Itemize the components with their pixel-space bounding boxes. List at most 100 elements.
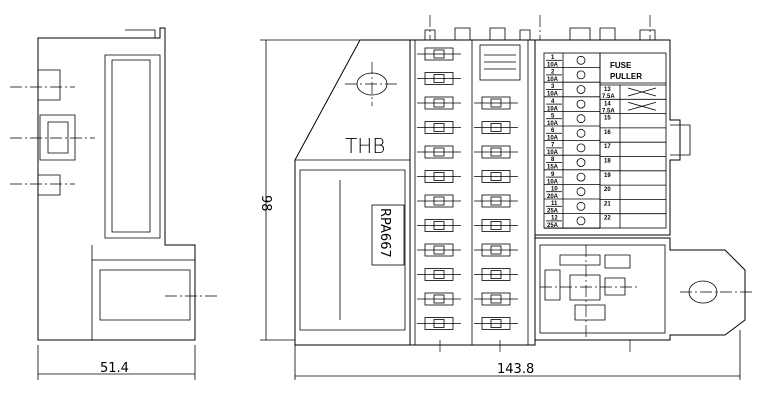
fuse-amp: 20A [547, 194, 559, 200]
fuse-amp: 10A [547, 150, 559, 156]
fuse-number: 20 [604, 187, 611, 193]
brand-label: THB [345, 134, 385, 158]
fuse-number: 17 [604, 144, 611, 150]
fuse-number: 8 [551, 157, 555, 163]
fuse-label-row: 147.5A [600, 98, 666, 114]
fuse-slot [417, 96, 461, 110]
fuse-number: 13 [604, 87, 611, 93]
fuse-slot [474, 96, 518, 110]
fuse-label-row: 16 [600, 127, 666, 143]
fuse-number: 1 [551, 55, 555, 61]
fuse-label-row: 18 [600, 156, 666, 171]
no-fuse-icon [627, 87, 657, 97]
fuse-amp: 7.5A [602, 108, 615, 114]
fuse-slot [474, 170, 518, 183]
fuse-label-row: 17 [600, 141, 666, 157]
fuse-number: 12 [551, 216, 558, 222]
fuse-amp: 25A [547, 209, 559, 215]
fuse-number: 18 [604, 159, 611, 165]
fuse-number: 5 [551, 113, 555, 119]
fuse-amp: 25A [547, 223, 559, 229]
fuse-slot [474, 121, 518, 134]
fuse-amp: 10A [547, 92, 559, 98]
dim-main-width: 143.8 [497, 362, 534, 377]
fuse-label-row: 137.5A [600, 84, 666, 100]
fuse-slot [417, 317, 461, 330]
fuse-slot [417, 194, 461, 208]
blower-icon [576, 201, 586, 211]
no-fuse-icon [627, 101, 657, 111]
fuse-number: 6 [551, 128, 555, 134]
fuse-slot [474, 317, 518, 330]
fuse-label-table: 110A210A310A410A510A610A710A815A910A1020… [544, 53, 666, 229]
fuse-number: 14 [604, 101, 611, 107]
fuse-number: 21 [604, 201, 611, 207]
fuse-slot [417, 47, 461, 61]
fuse-slot [417, 292, 461, 306]
fuse-puller-label-1: FUSE [610, 61, 632, 70]
fuse-label-row: 21 [600, 198, 666, 214]
fuse-slot [474, 194, 518, 208]
fuse-number: 7 [551, 143, 555, 149]
fuse-amp: 10A [547, 77, 559, 83]
fuse-amp: 15A [547, 165, 559, 171]
fuse-puller-label-2: PULLER [610, 72, 642, 81]
fan-auto-icon [576, 216, 586, 226]
fuse-slot [417, 219, 461, 232]
part-label-box [371, 204, 405, 266]
fuse-slot [417, 243, 461, 257]
fuse-slot [474, 145, 518, 159]
fuse-number: 19 [604, 173, 611, 179]
fuse-amp: 10A [547, 179, 559, 185]
fuse-number: 4 [551, 99, 555, 105]
fuse-amp: 10A [547, 63, 559, 69]
fuse-slot [417, 121, 461, 134]
fuse-slots [414, 40, 529, 345]
engine-icon [576, 114, 586, 124]
fuse-slot [417, 145, 461, 159]
fuse-slot [417, 170, 461, 183]
rear-defrost-icon [576, 143, 586, 153]
main-view: THB RPA667 110A210A310A410A510A610A710A8… [258, 15, 755, 380]
fuse-label-row: 22 [600, 213, 666, 228]
rear-fog-icon [576, 70, 586, 80]
fuse-label-row: 15 [600, 113, 666, 128]
part-number-label: RPA667 [377, 208, 392, 258]
fuse-amp: 10A [547, 106, 559, 112]
fuse-number: 11 [551, 201, 558, 207]
fuse-slot [417, 268, 461, 281]
fuse-slot [474, 292, 518, 306]
fuse-slot [474, 268, 518, 281]
fuse-number: 15 [604, 116, 611, 122]
fuse-amp: 10A [547, 121, 559, 127]
fuse-number: 9 [551, 172, 555, 178]
headlamp-icon [576, 55, 586, 65]
fuse-number: 10 [551, 186, 558, 192]
fuse-number: 16 [604, 130, 611, 136]
dim-side-width: 51.4 [100, 361, 129, 376]
fuse-amp: 7.5A [602, 94, 615, 100]
fuse-number: 2 [551, 70, 555, 76]
horn-icon [576, 85, 586, 94]
fan-icon [576, 187, 586, 197]
side-view: 51.4 [10, 27, 220, 380]
audio-icon [576, 172, 586, 182]
fuse-slot [474, 243, 518, 257]
gauge-icon [576, 99, 586, 109]
fuse-number: 22 [604, 216, 611, 222]
seat-icon [576, 158, 586, 167]
turn-signal-icon [576, 128, 586, 138]
fuse-label-row: 19 [600, 170, 666, 186]
fuse-amp: 10A [547, 136, 559, 142]
